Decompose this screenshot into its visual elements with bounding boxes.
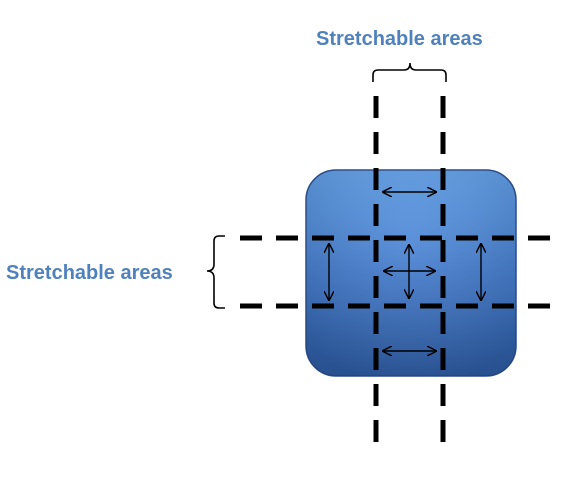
bracket-top <box>372 62 447 82</box>
four-way-arrow-icon <box>384 245 435 298</box>
nine-patch-box <box>305 169 517 377</box>
label-top-stretchable: Stretchable areas <box>316 28 483 50</box>
label-left-stretchable: Stretchable areas <box>6 262 173 284</box>
bracket-left <box>206 235 225 309</box>
